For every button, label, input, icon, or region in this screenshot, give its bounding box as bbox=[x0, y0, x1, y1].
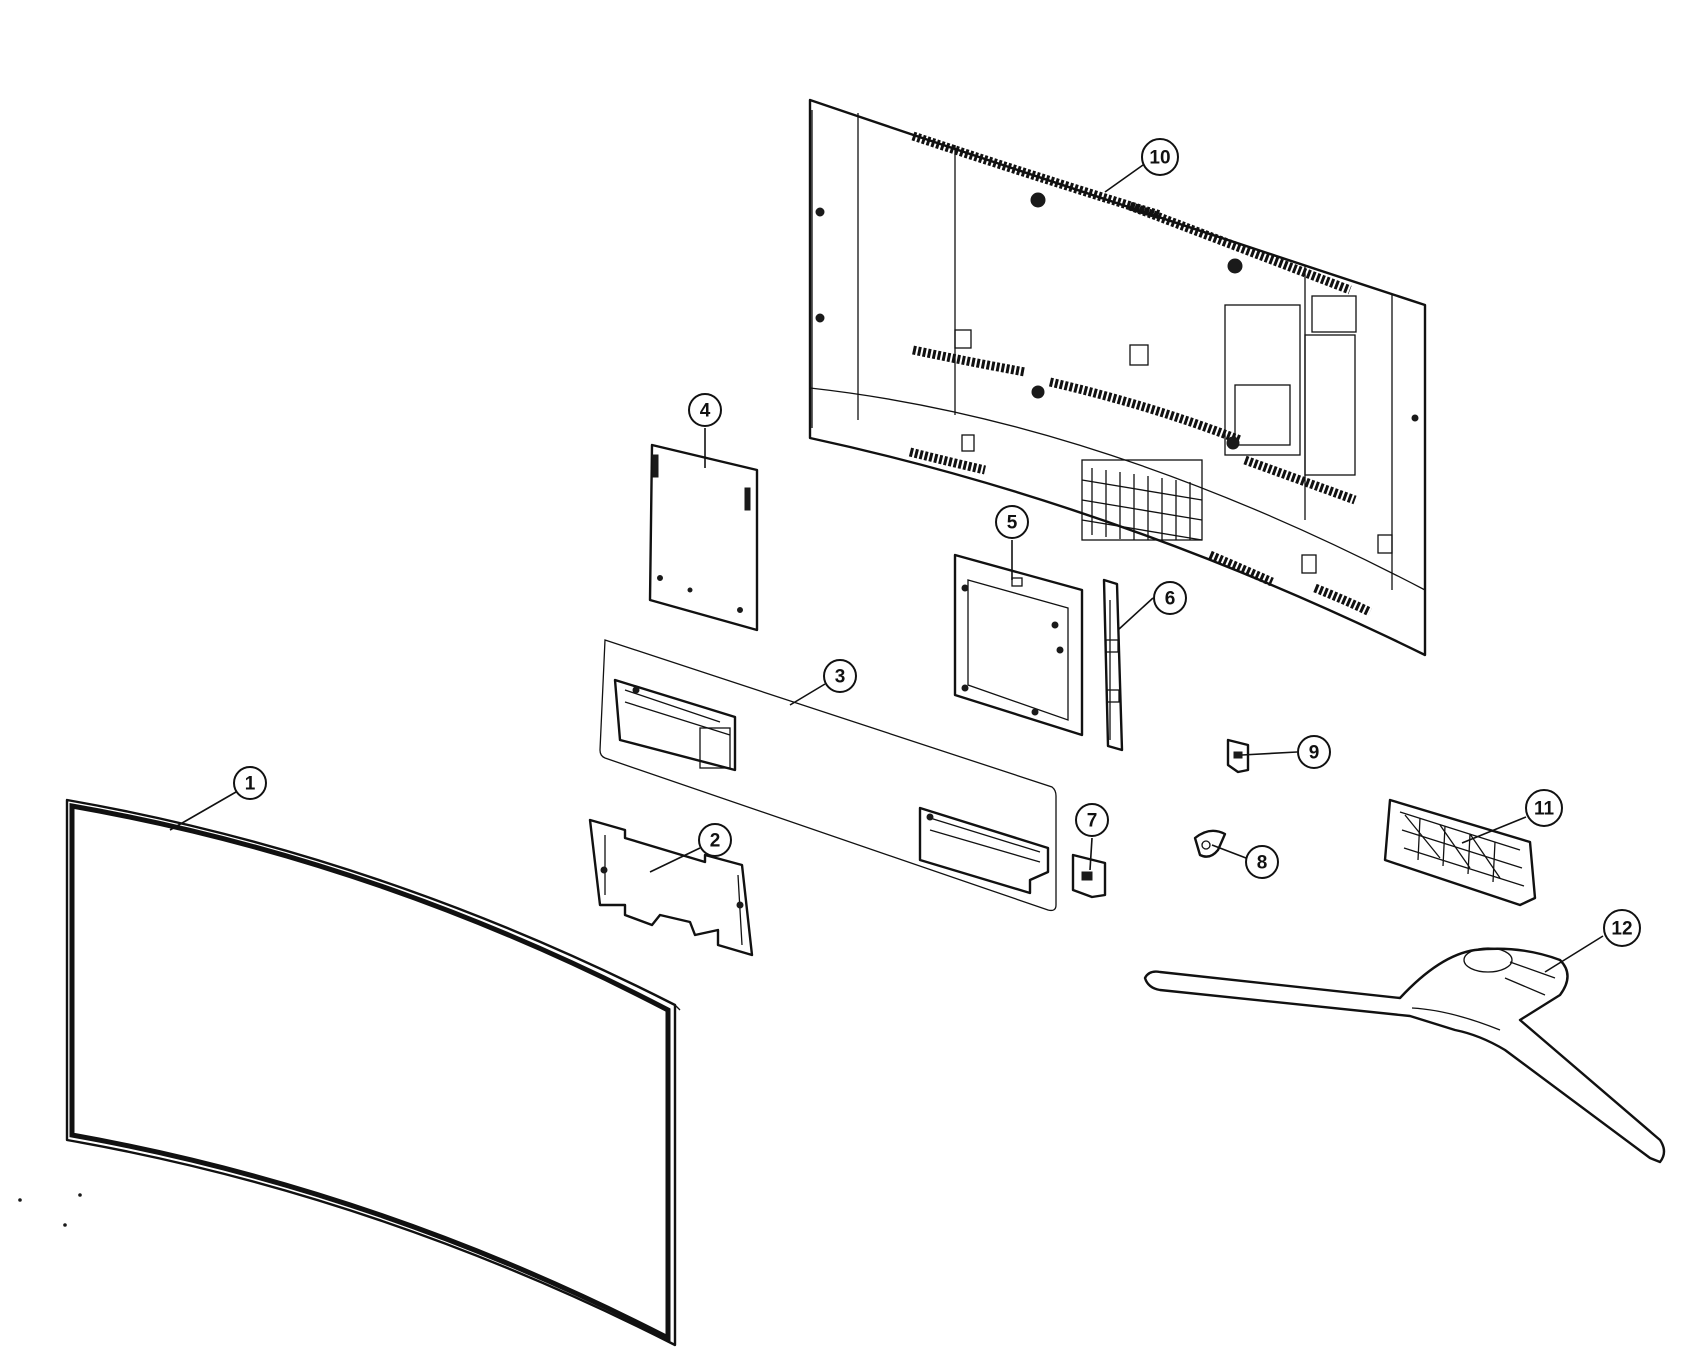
part-speaker-set[interactable] bbox=[599, 639, 1057, 912]
callout-9: 9 bbox=[1297, 735, 1331, 769]
callout-1: 1 bbox=[233, 766, 267, 800]
callout-11: 11 bbox=[1525, 789, 1563, 827]
svg-text:2: 2 bbox=[710, 831, 721, 852]
part-small-bracket-7[interactable] bbox=[1071, 853, 1107, 899]
part-rear-cover[interactable] bbox=[808, 98, 1427, 657]
svg-text:11: 11 bbox=[1534, 799, 1555, 820]
part-side-bracket[interactable] bbox=[1102, 578, 1124, 752]
callout-5: 5 bbox=[995, 505, 1029, 539]
part-mount-bracket[interactable] bbox=[588, 818, 754, 957]
part-stand-cover[interactable] bbox=[1383, 798, 1537, 907]
svg-text:9: 9 bbox=[1309, 743, 1320, 764]
part-curved-panel[interactable] bbox=[65, 798, 681, 1347]
svg-text:12: 12 bbox=[1611, 919, 1632, 940]
part-clip-9[interactable] bbox=[1226, 738, 1250, 774]
callout-3: 3 bbox=[823, 659, 857, 693]
callout-12: 12 bbox=[1603, 909, 1641, 947]
part-clamp-8[interactable] bbox=[1193, 829, 1227, 858]
callout-6: 6 bbox=[1153, 581, 1187, 615]
part-stand-base[interactable] bbox=[1143, 947, 1666, 1164]
callout-10: 10 bbox=[1141, 138, 1179, 176]
svg-text:6: 6 bbox=[1165, 589, 1176, 610]
svg-text:1: 1 bbox=[245, 774, 256, 795]
leader-lines bbox=[169, 164, 1604, 973]
callout-4: 4 bbox=[688, 393, 722, 427]
svg-text:4: 4 bbox=[700, 401, 711, 422]
callout-2: 2 bbox=[698, 823, 732, 857]
svg-text:3: 3 bbox=[835, 667, 846, 688]
svg-text:8: 8 bbox=[1257, 853, 1268, 874]
part-power-board[interactable] bbox=[953, 553, 1084, 737]
svg-text:5: 5 bbox=[1007, 513, 1018, 534]
part-main-board[interactable] bbox=[648, 443, 759, 632]
callout-7: 7 bbox=[1075, 803, 1109, 837]
callout-8: 8 bbox=[1245, 845, 1279, 879]
svg-text:10: 10 bbox=[1149, 148, 1170, 169]
svg-text:7: 7 bbox=[1087, 811, 1098, 832]
